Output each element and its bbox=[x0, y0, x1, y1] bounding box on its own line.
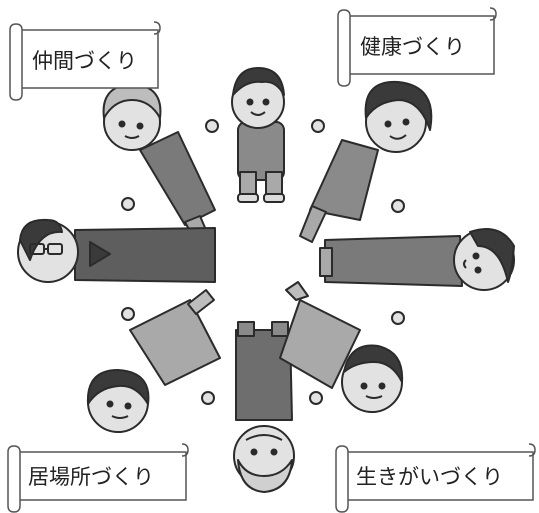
person-top-left-elder bbox=[102, 83, 216, 251]
label-bottom-right: 生きがいづくり bbox=[356, 465, 503, 489]
person-top-right-woman bbox=[299, 80, 433, 243]
people-circle bbox=[17, 67, 515, 493]
banner-bottom-right: 生きがいづくり bbox=[335, 443, 536, 513]
person-bottom-elder bbox=[233, 321, 295, 493]
label-top-left: 仲間づくり bbox=[32, 49, 137, 73]
label-bottom-left: 居場所づくり bbox=[28, 465, 154, 489]
person-left-man bbox=[17, 218, 216, 283]
person-top-boy bbox=[231, 67, 285, 203]
label-top-right: 健康づくり bbox=[360, 35, 465, 59]
banner-top-right: 健康づくり bbox=[337, 7, 497, 87]
banner-top-left: 仲間づくり bbox=[9, 21, 161, 101]
banner-bottom-left: 居場所づくり bbox=[7, 443, 189, 513]
person-right-man bbox=[319, 228, 515, 291]
person-bottom-left-girl bbox=[86, 289, 221, 433]
joined-hands bbox=[121, 119, 405, 405]
person-bottom-right-girl bbox=[279, 281, 404, 413]
